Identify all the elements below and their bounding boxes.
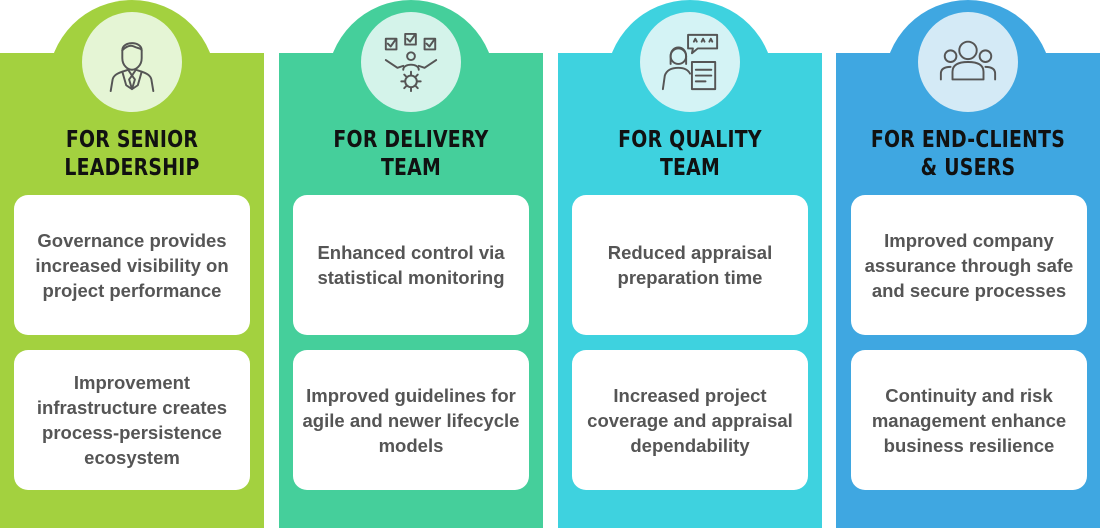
card-delivery-team-1: Enhanced control via statistical monitor… [293,195,529,335]
card-quality-team-1: Reduced appraisal preparation time [572,195,808,335]
card-senior-leadership-1: Governance provides increased visibility… [14,195,250,335]
card-text: Increased project coverage and appraisal… [587,384,793,456]
icon-circle-senior-leadership [82,12,182,112]
card-quality-team-2: Increased project coverage and appraisal… [572,350,808,490]
card-text: Governance provides increased visibility… [35,229,229,301]
user-group-icon [939,40,997,81]
quality-rating-document-icon [661,33,719,91]
card-text: Improvement infrastructure creates proce… [36,372,228,468]
card-end-clients-1: Improved company assurance through safe … [851,195,1087,335]
card-text: Improved guidelines for agile and newer … [302,384,520,456]
column-title-senior-leadership: FOR SENIOR LEADERSHIP [64,127,200,181]
businessman-icon [109,42,155,93]
card-senior-leadership-2: Improvement infrastructure creates proce… [14,350,250,490]
icon-circle-quality-team [640,12,740,112]
column-title-quality-team: FOR QUALITY TEAM [618,127,762,181]
column-title-delivery-team: FOR DELIVERY TEAM [333,127,489,181]
icon-circle-end-clients [918,12,1018,112]
card-text: Reduced appraisal preparation time [607,242,773,288]
card-end-clients-2: Continuity and risk management enhance b… [851,350,1087,490]
icon-circle-delivery-team [361,12,461,112]
card-text: Improved company assurance through safe … [864,229,1074,301]
card-text: Continuity and risk management enhance b… [871,384,1067,456]
card-text: Enhanced control via statistical monitor… [317,242,505,288]
card-delivery-team-2: Improved guidelines for agile and newer … [293,350,529,490]
checklist-team-gear-icon [384,32,438,93]
column-title-end-clients: FOR END-CLIENTS & USERS [870,127,1066,181]
